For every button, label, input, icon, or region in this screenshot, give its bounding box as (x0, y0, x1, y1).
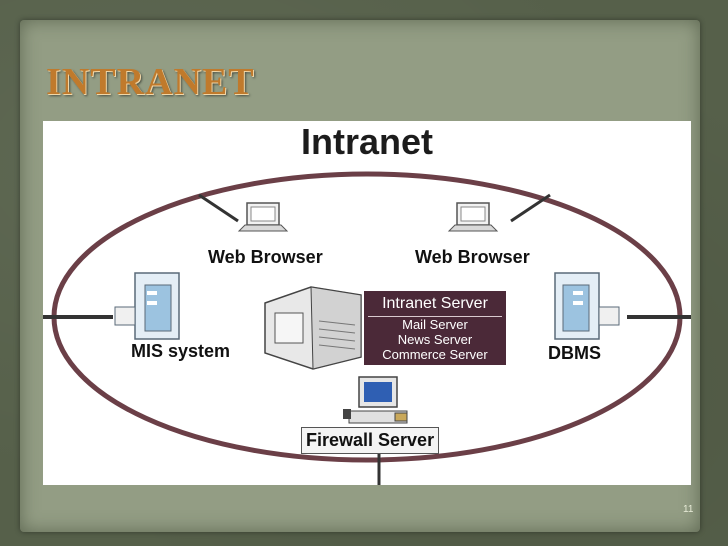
computer-icon-left (237, 202, 289, 232)
service-mail-server: Mail Server (402, 317, 468, 332)
firewall-computer-icon (343, 376, 408, 424)
intranet-diagram: Intranet Web Browser Web Browser MIS sys… (43, 121, 691, 485)
label-web-browser-right: Web Browser (415, 247, 530, 267)
intranet-server-title: Intranet Server (368, 291, 502, 317)
diagram-title: Intranet (300, 121, 433, 162)
diagram-graphics (43, 171, 691, 485)
intranet-server-box: Intranet Server Mail Server News Server … (364, 291, 506, 365)
service-news-server: News Server (397, 332, 473, 347)
label-dbms: DBMS (548, 343, 601, 363)
server-machine-icon (264, 286, 362, 370)
label-web-browser-left: Web Browser (208, 247, 323, 267)
service-commerce-server: Commerce Server (382, 347, 488, 362)
computer-icon-right (447, 202, 499, 232)
label-firewall-server: Firewall Server (301, 427, 440, 454)
page-number: 11 (683, 504, 694, 515)
mis-tower-icon (114, 272, 180, 340)
dbms-tower-icon (554, 272, 620, 340)
connector-left-browser (198, 193, 239, 223)
slide-title: INTRANET (46, 61, 255, 103)
label-mis-system: MIS system (131, 341, 231, 361)
connector-right-browser (510, 193, 551, 223)
